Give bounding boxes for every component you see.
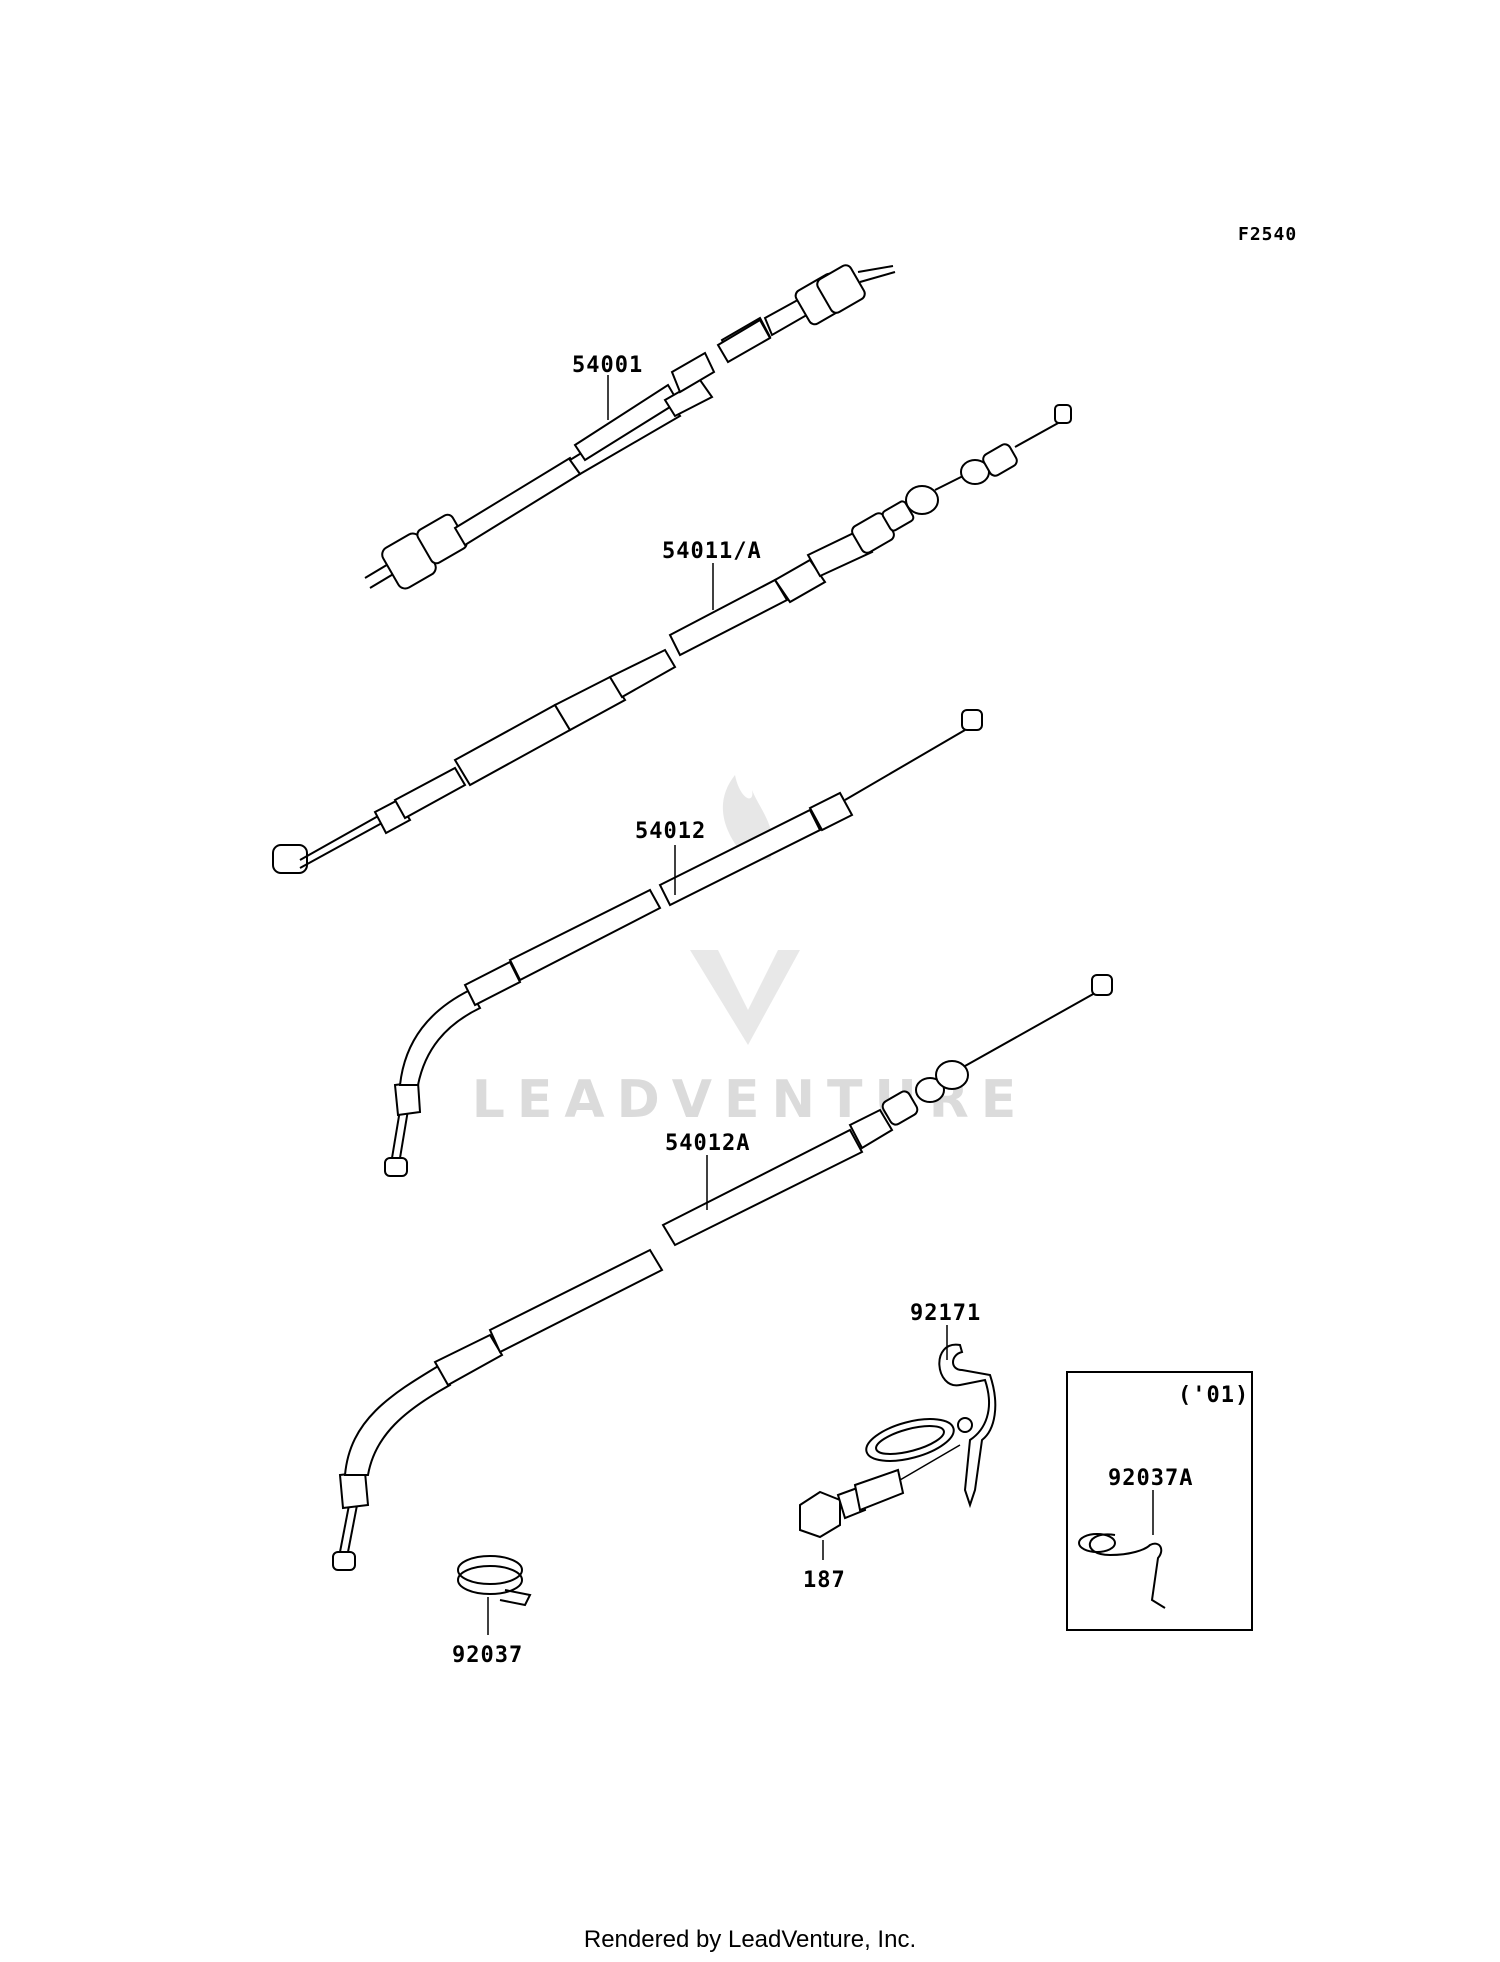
bracket-92171[interactable] (862, 1343, 997, 1509)
label-92037a: 92037A (1108, 1466, 1193, 1491)
cable-54001[interactable] (364, 263, 896, 591)
label-187: 187 (803, 1568, 846, 1593)
clamp-92037[interactable] (457, 1555, 532, 1607)
footer-credit: Rendered by LeadVenture, Inc. (583, 1926, 917, 1953)
label-92037: 92037 (452, 1643, 523, 1668)
cable-54012[interactable] (384, 709, 983, 1177)
clip-92037a[interactable] (1078, 1533, 1166, 1609)
inset-note: ('01) (1178, 1383, 1249, 1408)
label-54012a: 54012A (665, 1131, 750, 1156)
inset-box: ('01) 92037A (1066, 1371, 1253, 1631)
label-92171: 92171 (910, 1301, 981, 1326)
cable-54011a[interactable] (272, 404, 1072, 874)
bolt-187[interactable] (799, 1444, 961, 1539)
label-54011a: 54011/A (662, 539, 762, 564)
label-54012: 54012 (635, 819, 706, 844)
diagram-code: F2540 (1238, 224, 1297, 245)
cable-54012a[interactable] (332, 974, 1113, 1571)
label-54001: 54001 (572, 353, 643, 378)
